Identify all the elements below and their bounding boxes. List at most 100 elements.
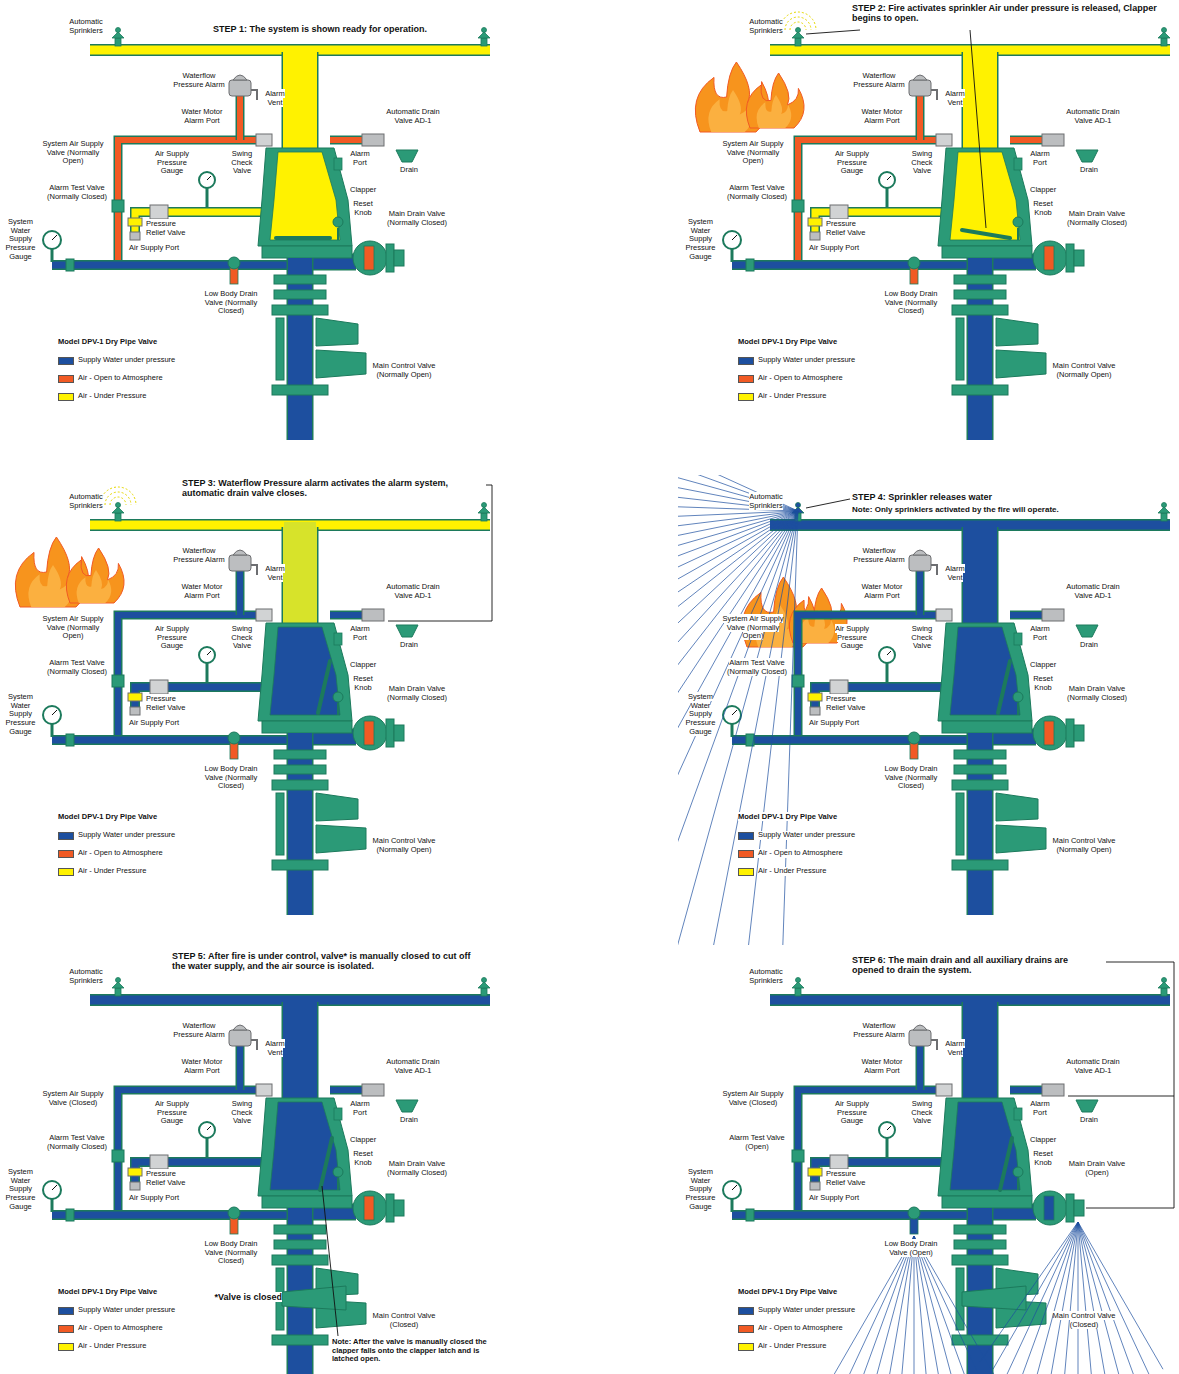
pressure-gauge	[43, 706, 61, 724]
part-label-box: Low Body Drain Valve (Normally Closed)	[880, 290, 942, 316]
part-label: Pressure Relief Valve	[826, 694, 865, 712]
part-label-box: Main Drain Valve (Normally Closed)	[384, 1160, 450, 1177]
riser-pipe	[963, 1002, 997, 1102]
legend-text: Air - Under Pressure	[758, 1342, 826, 1351]
control-valve-body	[276, 793, 284, 855]
part-label-box: Air Supply Port	[125, 244, 183, 253]
valve-chamber	[270, 152, 340, 240]
legend-heading: Model DPV-1 Dry Pipe Valve	[58, 812, 157, 821]
air-release	[100, 487, 136, 505]
part-label-box: Water Motor Alarm Port	[856, 108, 908, 125]
reset-knob	[1013, 692, 1023, 702]
part-label: System Air Supply Valve (Normally Open)	[43, 139, 104, 165]
automatic-drain-valve	[1042, 1084, 1064, 1096]
part-label-box: Main Control Valve (Closed)	[1052, 1312, 1116, 1329]
pressure-relief-valve	[808, 1168, 822, 1176]
valve-body	[938, 623, 1032, 721]
main-drain-valve	[353, 716, 387, 750]
part-label-box: Air Supply Port	[805, 1194, 863, 1203]
control-valve-flange	[952, 780, 1008, 790]
part-label-box: Main Drain Valve (Normally Closed)	[1064, 685, 1130, 702]
part-label: Swing Check Valve	[231, 624, 252, 650]
water-riser-wall	[967, 733, 994, 915]
sprinkler-stem	[115, 38, 121, 46]
control-valve-gate	[996, 793, 1038, 821]
riser-joint	[964, 47, 996, 56]
alarm-line	[118, 615, 270, 737]
part-label-box: Pressure Relief Valve	[826, 1170, 874, 1187]
alarm-line-wall	[916, 96, 925, 140]
pressure-relief-valve	[128, 693, 142, 701]
control-valve-gate	[316, 793, 358, 821]
part-label: Air Supply Port	[129, 718, 179, 727]
part-label: Alarm Test Valve (Normally Closed)	[47, 183, 107, 201]
alarm-test-valve	[112, 675, 124, 687]
part-label: Air Supply Pressure Gauge	[155, 624, 189, 650]
alarm-line-wall	[118, 615, 270, 737]
part-label-box: Clapper	[350, 1136, 384, 1145]
leader-line	[970, 30, 986, 228]
part-label-box: Low Body Drain Valve (Normally Closed)	[200, 290, 262, 316]
part-label: Waterflow Pressure Alarm	[853, 71, 904, 89]
legend-swatch	[738, 850, 754, 858]
part-label-box: Automatic Drain Valve AD-1	[386, 583, 440, 600]
legend-text: Air - Under Pressure	[78, 867, 146, 876]
part-label-box: System Water Supply Pressure Gauge	[0, 1168, 41, 1211]
step-caption: STEP 5: After fire is under control, val…	[172, 951, 471, 971]
leader-line	[806, 30, 860, 34]
part-label: System Air Supply Valve (Normally Open)	[723, 614, 784, 640]
pressure-gauge	[43, 231, 61, 249]
riser-pipe-wall	[282, 527, 319, 627]
part-label-box: Swing Check Valve	[222, 150, 262, 176]
sprinkler-stem	[481, 513, 487, 521]
legend-text: Air - Open to Atmosphere	[758, 1324, 843, 1333]
legend-text: Supply Water under pressure	[78, 356, 175, 365]
riser-joint	[964, 522, 996, 531]
reset-knob	[1013, 217, 1023, 227]
alarm-vent	[931, 90, 937, 100]
gauge-needle	[52, 235, 57, 240]
sprinkler-head	[478, 32, 490, 38]
part-label-box: Main Control Valve (Normally Open)	[1052, 837, 1116, 854]
part-label: Alarm Port	[350, 1099, 370, 1117]
waterflow-alarm-dome	[233, 75, 247, 80]
part-label-box: Air Supply Port	[805, 719, 863, 728]
part-label: Air Supply Pressure Gauge	[155, 149, 189, 175]
valve-body	[258, 148, 352, 246]
drain-funnel	[1076, 150, 1098, 162]
part-label: Drain	[1080, 640, 1098, 649]
sprinkler-stem	[1161, 513, 1167, 521]
gauge-stem	[886, 1138, 889, 1158]
low-body-drain-valve	[228, 1207, 240, 1219]
water-spray	[1020, 1222, 1078, 1374]
legend-swatch	[58, 393, 74, 401]
part-label: Reset Knob	[353, 199, 373, 217]
part-label-box: Alarm Vent	[262, 565, 288, 582]
part-label: Main Control Valve (Normally Open)	[1053, 361, 1116, 379]
main-drain-flange	[1066, 1194, 1074, 1222]
part-label: Alarm Test Valve (Normally Closed)	[727, 658, 787, 676]
reset-knob-stem	[1017, 703, 1019, 715]
part-label: Automatic Drain Valve AD-1	[1066, 107, 1119, 125]
alarm-line-wall	[236, 571, 245, 615]
riser-joint	[284, 47, 316, 56]
pressure-gauge	[43, 1181, 61, 1199]
pressure-gauge	[723, 231, 741, 249]
control-valve-body	[956, 793, 964, 855]
riser-pipe-wall	[282, 1002, 319, 1102]
sprinkler-stem	[115, 988, 121, 996]
part-label-box: Reset Knob	[1030, 1150, 1056, 1167]
water-spray	[678, 475, 798, 511]
alarm-line-wall	[1010, 1086, 1042, 1095]
main-drain-outlet	[1074, 1200, 1084, 1216]
part-label-box: Alarm Vent	[942, 90, 968, 107]
part-label-box: Main Drain Valve (Normally Closed)	[1064, 210, 1130, 227]
part-label-box: Air Supply Pressure Gauge	[148, 1100, 196, 1126]
part-label: System Water Supply Pressure Gauge	[5, 217, 35, 261]
waterflow-alarm	[229, 555, 251, 571]
automatic-drain-valve	[362, 134, 384, 146]
sprinkler-stem	[1161, 988, 1167, 996]
step-caption-box: STEP 6: The main drain and all auxiliary…	[852, 955, 1102, 976]
part-label-box: System Air Supply Valve (Normally Open)	[722, 615, 784, 641]
legend-swatch	[738, 868, 754, 876]
